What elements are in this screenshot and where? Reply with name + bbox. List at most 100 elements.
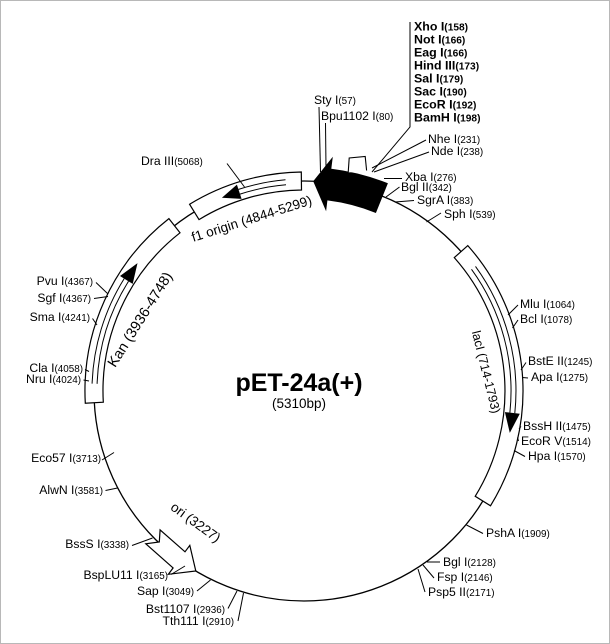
- enzyme-name: Xba I: [405, 170, 433, 184]
- enzyme-name: Nde I: [431, 144, 460, 158]
- enzyme-name: Pvu I: [37, 274, 65, 288]
- cut-position: (4367): [64, 277, 93, 288]
- site-label-pvuI: Pvu I(4367): [37, 274, 93, 288]
- enzyme-name: Bst1107 I: [146, 602, 197, 616]
- site-label-bst1107I: Bst1107 I(2936): [146, 602, 225, 616]
- leader-bssHII: [518, 426, 522, 430]
- leader-bspLU11I: [170, 565, 186, 575]
- site-label-ecoRV: EcoR V(1514): [521, 434, 591, 448]
- leader-tth111I: [237, 592, 244, 622]
- cut-position: (5068): [174, 157, 203, 168]
- kan-region: [84, 217, 181, 404]
- enzyme-name: BssH II: [523, 419, 562, 433]
- leader-styI: [318, 106, 321, 173]
- cut-position: (57): [338, 96, 356, 107]
- enzyme-name: Sma I: [30, 310, 62, 324]
- leader-pvuI: [95, 282, 109, 295]
- site-label-sapI: Sap I(3049): [137, 584, 194, 598]
- enzyme-name: PshA I: [486, 526, 521, 540]
- cut-position: (158): [444, 23, 468, 34]
- cut-position: (3581): [74, 486, 103, 497]
- kan-arrow-shaft-inner: [96, 281, 129, 384]
- leader-bstEII: [520, 362, 527, 371]
- enzyme-name: Nru I: [26, 372, 52, 386]
- site-label-draIII: Dra III(5068): [141, 154, 203, 168]
- f1-direction-arrow: [221, 179, 287, 199]
- leader-mcs-stack: [371, 22, 411, 173]
- leader-eco57I: [101, 452, 115, 461]
- site-label-psp5II: Psp5 II(2171): [428, 585, 494, 599]
- site-label-mluI: Mlu I(1064): [520, 297, 575, 311]
- enzyme-name: Psp5 II: [428, 585, 466, 599]
- leader-nheI: [371, 139, 427, 169]
- ori-arrow: [144, 528, 197, 576]
- cut-position: (80): [376, 112, 394, 123]
- enzyme-name: BamH I: [414, 111, 457, 125]
- cut-position: (2146): [464, 573, 493, 584]
- site-label-eco57I: Eco57 I(3713): [31, 451, 101, 465]
- leader-nruI: [83, 379, 90, 382]
- cut-position: (342): [429, 183, 452, 194]
- leader-bst1107I: [227, 590, 238, 609]
- cut-position: (383): [450, 196, 473, 207]
- enzyme-name: EcoR I: [414, 98, 453, 112]
- site-label-xhoI: Xho I(158): [414, 20, 468, 34]
- laci-arrow-shaft-outer: [475, 266, 517, 414]
- site-label-alwNI: AlwN I(3581): [39, 483, 103, 497]
- site-label-sgfI: Sgf I(4367): [37, 291, 91, 305]
- enzyme-name: Sty I: [314, 93, 338, 107]
- site-label-sgrAI: SgrA I(383): [417, 193, 473, 207]
- enzyme-name: Sgf I: [37, 291, 62, 305]
- site-label-smaI: Sma I(4241): [30, 310, 90, 324]
- cut-position: (1078): [544, 315, 573, 326]
- site-label-claI: Cla I(4058): [29, 361, 83, 375]
- f1-origin-region: [188, 171, 303, 221]
- site-label-nruI: Nru I(4024): [26, 372, 81, 386]
- laci-direction-arrow: [471, 266, 520, 433]
- leader-bssSI: [131, 537, 153, 546]
- leader-smaI: [92, 318, 98, 326]
- enzyme-name: Bpu1102 I: [321, 109, 376, 123]
- enzyme-name: Eag I: [414, 46, 444, 60]
- leader-fspI: [422, 564, 435, 579]
- kan-direction-arrow: [91, 263, 138, 384]
- enzyme-name: Fsp I: [437, 570, 464, 584]
- cut-position: (4241): [61, 313, 90, 324]
- enzyme-name: Bgl I: [443, 555, 467, 569]
- enzyme-name: Hpa I: [528, 449, 557, 463]
- cut-position: (192): [453, 101, 477, 112]
- leader-mluI: [507, 304, 519, 316]
- site-label-bclI: Bcl I(1078): [520, 312, 572, 326]
- enzyme-name: EcoR V: [521, 434, 563, 448]
- enzyme-name: Xho I: [414, 20, 444, 34]
- leader-pshAI: [466, 524, 484, 534]
- enzyme-name: Dra III: [141, 154, 174, 168]
- site-label-hpaI: Hpa I(1570): [528, 449, 586, 463]
- cut-position: (238): [460, 147, 483, 158]
- cut-position: (1275): [559, 373, 588, 384]
- cut-position: (539): [472, 210, 495, 221]
- cut-position: (2128): [467, 558, 496, 569]
- cut-position: (3338): [100, 540, 129, 551]
- cut-position: (3049): [165, 587, 194, 598]
- leader-sphI: [426, 212, 442, 223]
- site-label-tth111I: Tth111 I(2910): [163, 614, 234, 628]
- leader-bpu1102I: [325, 122, 327, 169]
- site-label-xbaI: Xba I(276): [405, 170, 457, 184]
- site-label-bglII: Bgl II(342): [401, 180, 452, 194]
- plasmid-size: (5310bp): [272, 396, 326, 411]
- enzyme-name: Mlu I: [520, 297, 546, 311]
- leader-apaI: [522, 377, 529, 379]
- cut-position: (276): [433, 173, 456, 184]
- site-label-notI: Not I(166): [414, 33, 465, 47]
- site-label-bstEII: BstE II(1245): [528, 354, 592, 368]
- region-label-laci: lacI (714-1793): [469, 329, 503, 415]
- site-label-bssHII: BssH II(1475): [523, 419, 591, 433]
- site-label-bglI: Bgl I(2128): [443, 555, 496, 569]
- enzyme-name: Sap I: [137, 584, 165, 598]
- site-label-ndeI: Nde I(238): [431, 144, 483, 158]
- enzyme-name: Tth111 I: [163, 614, 206, 628]
- cut-position: (179): [439, 75, 463, 86]
- cut-position: (3713): [72, 454, 101, 465]
